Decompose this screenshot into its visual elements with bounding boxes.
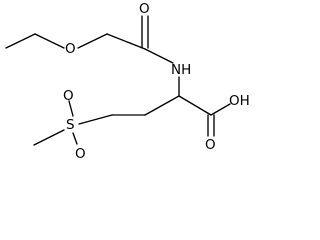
- atom-label-layer: O O NH S O O OH O: [63, 1, 250, 162]
- atom-carbonyl-oxygen: O: [139, 1, 150, 17]
- bond-carbonyl-c-n: [144, 48, 174, 64]
- bond-ethyl-c2-o: [34, 33, 65, 49]
- bond-s-o-upper: [68, 100, 74, 117]
- atom-hydroxyl: OH: [229, 93, 250, 109]
- bond-carboxyl-c-oh: [210, 103, 231, 116]
- bond-s-methyl: [33, 129, 65, 146]
- bond-ethyl-c1-c2: [5, 33, 36, 49]
- bond-ch2-s: [78, 114, 113, 125]
- atom-sulfonyl-oxygen-lower: O: [75, 146, 86, 162]
- atom-acid-carbonyl-oxygen: O: [205, 137, 216, 153]
- bond-ch2-carbonyl-c: [106, 33, 146, 50]
- atom-amide-nitrogen: NH: [171, 62, 191, 78]
- bond-layer: [5, 15, 231, 146]
- bond-o-ch2: [77, 33, 108, 49]
- bond-alpha-c-carboxyl-c: [178, 95, 212, 116]
- bond-s-o-lower: [72, 132, 78, 145]
- chemical-structure: O O NH S O O OH O: [5, 1, 250, 162]
- atom-ester-oxygen: O: [65, 41, 76, 57]
- bond-alpha-c-side-chain: [144, 95, 180, 116]
- atom-sulfur: S: [66, 117, 75, 133]
- atom-sulfonyl-oxygen-upper: O: [63, 88, 74, 104]
